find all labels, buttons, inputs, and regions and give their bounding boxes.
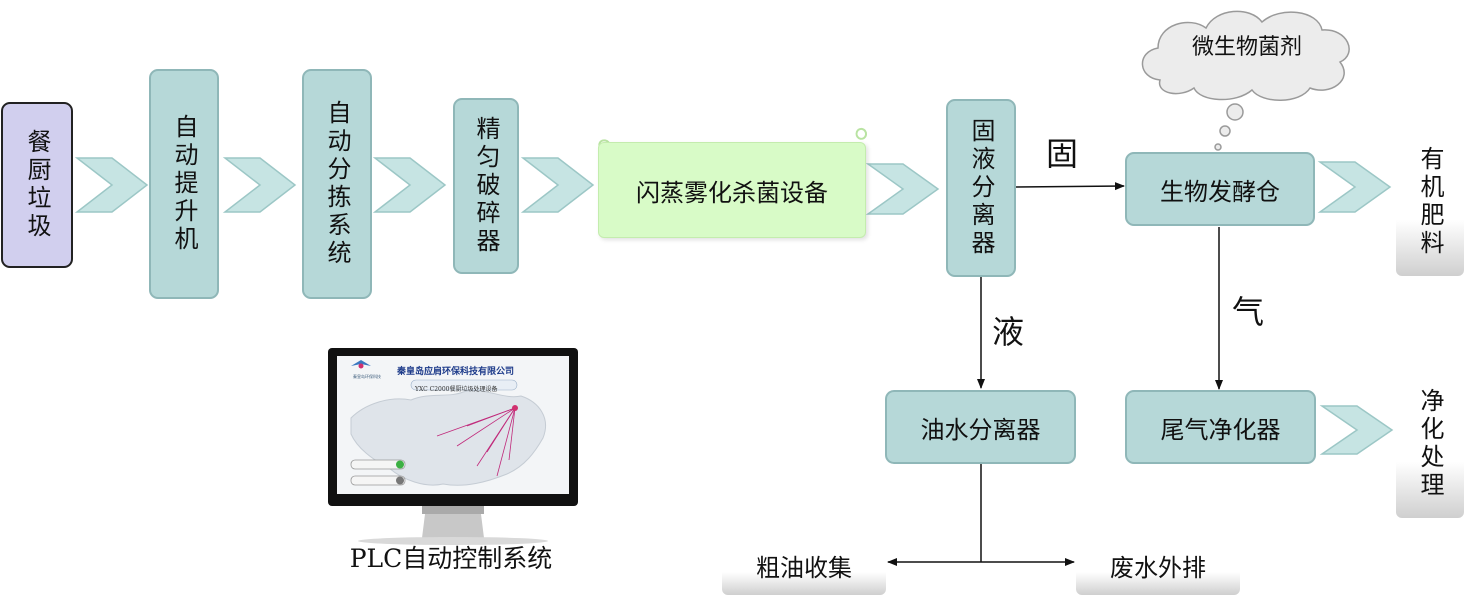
edge-label-gas: 气 bbox=[1232, 293, 1265, 331]
node-label: 精匀破碎器 bbox=[472, 116, 500, 256]
node-crusher: 精匀破碎器 bbox=[453, 98, 519, 274]
microbe-cloud bbox=[1141, 10, 1350, 151]
monitor-logo-caption: 秦皇岛环保科技 bbox=[353, 374, 381, 379]
node-label: 尾气净化器 bbox=[1160, 415, 1281, 444]
chevron-arrow bbox=[520, 157, 595, 213]
output-label: 废水外排 bbox=[1110, 553, 1206, 582]
chevron-arrow bbox=[74, 157, 149, 213]
edge-label-solid: 固 bbox=[1046, 135, 1079, 173]
node-label: 生物发酵仓 bbox=[1160, 177, 1280, 206]
node-auto-sorting: 自动分拣系统 bbox=[302, 69, 372, 299]
chevron-arrow bbox=[1319, 405, 1394, 455]
output-wastewater: 废水外排 bbox=[1076, 535, 1240, 595]
node-label: 自动分拣系统 bbox=[323, 100, 351, 268]
plc-caption: PLC自动控制系统 bbox=[349, 544, 553, 573]
monitor-company-name: 秦皇岛应肩环保科技有限公司 bbox=[397, 367, 515, 377]
node-solid-liquid-separator: 固液分离器 bbox=[946, 99, 1016, 277]
scroll-curl bbox=[855, 128, 868, 140]
node-auto-lift: 自动提升机 bbox=[149, 69, 219, 299]
chevron-arrow bbox=[1317, 161, 1392, 213]
output-organic-fertilizer: 有机肥料 bbox=[1396, 128, 1464, 276]
microbe-agent-label: 微生物菌剂 bbox=[1192, 35, 1303, 60]
node-label: 油水分离器 bbox=[920, 415, 1041, 444]
output-label: 净化处理 bbox=[1416, 388, 1444, 500]
output-crude-oil: 粗油收集 bbox=[722, 535, 886, 595]
chevron-arrow bbox=[372, 157, 447, 213]
monitor-subtitle: YXC C2000餐厨垃圾处理设备 bbox=[415, 386, 498, 393]
node-label: 餐厨垃圾 bbox=[23, 129, 51, 241]
node-oil-water-separator: 油水分离器 bbox=[885, 390, 1076, 464]
node-label: 闪蒸雾化杀菌设备 bbox=[636, 178, 828, 207]
chevron-arrow bbox=[865, 163, 940, 215]
node-exhaust-purifier: 尾气净化器 bbox=[1125, 390, 1316, 464]
arrow-solid bbox=[1015, 182, 1125, 191]
china-map-icon bbox=[350, 360, 546, 486]
output-label: 粗油收集 bbox=[756, 553, 852, 582]
edge-label-liquid: 液 bbox=[992, 313, 1025, 351]
node-bio-fermenter: 生物发酵仓 bbox=[1125, 152, 1315, 226]
output-purification: 净化处理 bbox=[1396, 370, 1464, 518]
node-flash-steam-sterilizer: 闪蒸雾化杀菌设备 bbox=[598, 142, 866, 238]
output-label: 有机肥料 bbox=[1416, 146, 1444, 258]
node-label: 自动提升机 bbox=[170, 114, 198, 254]
node-kitchen-waste: 餐厨垃圾 bbox=[1, 102, 73, 268]
monitor-screen: 秦皇岛应肩环保科技有限公司 YXC C2000餐厨垃圾处理设备 秦皇岛环保科技 bbox=[337, 356, 569, 494]
node-label: 固液分离器 bbox=[967, 118, 995, 258]
chevron-arrow bbox=[222, 157, 297, 213]
